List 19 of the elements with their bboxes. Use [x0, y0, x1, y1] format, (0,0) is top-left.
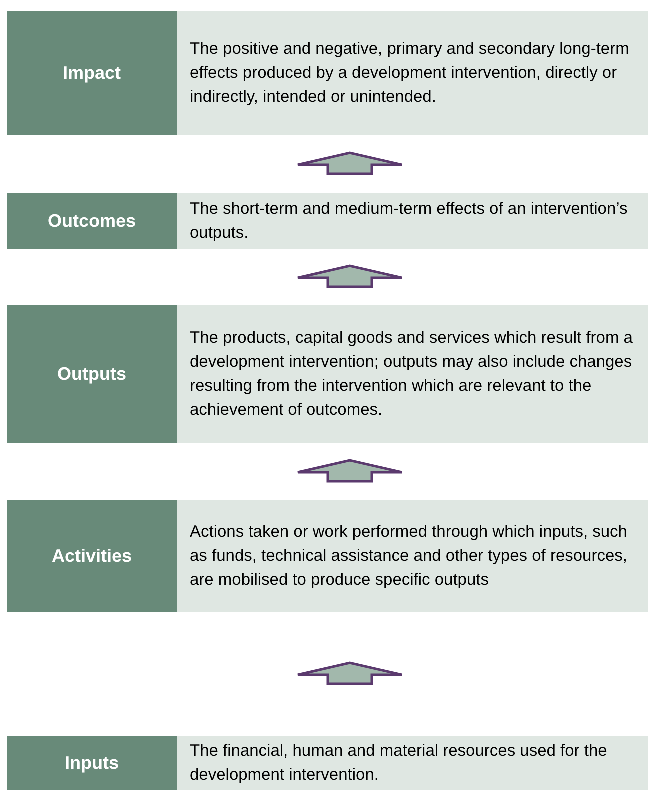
row-heading: Impact [7, 11, 177, 135]
table-row [7, 11, 648, 135]
block-arrow [296, 264, 404, 288]
definition-text: Actions taken or work performed through which inputs, such as funds, technical assistance and other types of resources, are mobilised to produce specific outputs [189, 522, 628, 591]
table-row [7, 193, 648, 249]
row-heading: Outcomes [7, 193, 177, 249]
table-row [7, 500, 648, 612]
definition-text: The short-term and medium-term effects of an intervention’s outputs. [189, 199, 629, 244]
definition-text: The positive and negative, primary and secondary long-term effects produced by a development intervention, directly or indirectly, intended or unintended. [189, 39, 630, 108]
table-row [7, 736, 648, 790]
block-arrow [296, 662, 404, 686]
row-heading: Activities [7, 500, 177, 612]
definition-text: The financial, human and material resources used for the development intervention. [189, 741, 608, 786]
row-heading: Outputs [7, 305, 177, 443]
row-heading: Inputs [7, 736, 177, 790]
table-row [7, 305, 648, 443]
block-arrow [296, 152, 404, 176]
block-arrow [296, 459, 404, 483]
definition-text: The products, capital goods and services which result from a development intervention; outputs may also include changes resulting from the intervention which are relevant to the achievement of outcomes. [189, 328, 634, 421]
